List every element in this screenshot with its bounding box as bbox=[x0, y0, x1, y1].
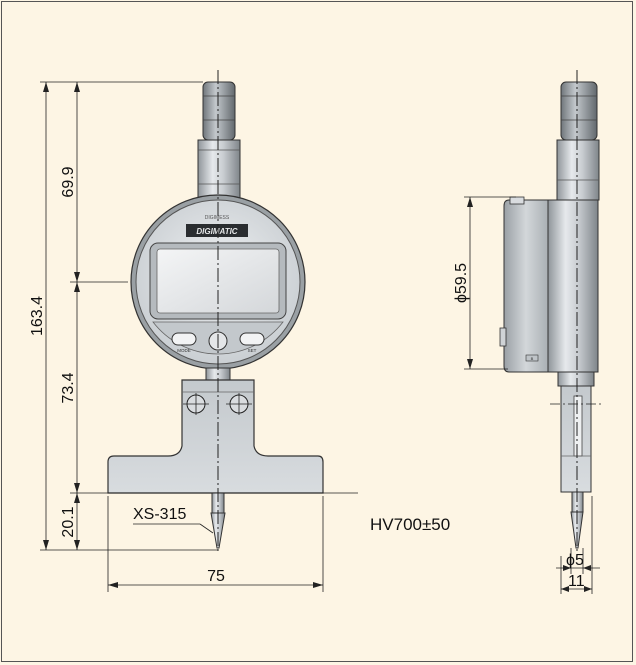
side-stem bbox=[556, 139, 600, 201]
set-button-label: SET bbox=[248, 348, 257, 353]
side-dial-body bbox=[503, 199, 549, 373]
dim-upper-height: 69.9 bbox=[60, 166, 77, 197]
dim-lower-height: 20.1 bbox=[60, 506, 77, 537]
dial-small-text: DIGIMESS bbox=[205, 215, 230, 221]
mode-button-label: MODE bbox=[177, 348, 191, 353]
front-top-cap bbox=[202, 81, 236, 141]
front-dimension-arrows bbox=[43, 82, 323, 588]
dim-side-width: 11 bbox=[568, 573, 585, 590]
dim-tip-diameter: ϕ5 bbox=[566, 552, 584, 569]
contact-point-leader: XS-315 bbox=[133, 506, 214, 534]
dim-total-height: 163.4 bbox=[29, 296, 46, 336]
front-base bbox=[107, 379, 324, 494]
side-view: B bbox=[499, 70, 604, 560]
side-top-cap bbox=[560, 81, 598, 141]
front-view: DIGIMATIC DIGIMESS MODE SET bbox=[107, 70, 324, 552]
dim-middle-height: 73.4 bbox=[60, 372, 77, 403]
hardness-label: HV700±50 bbox=[370, 515, 450, 534]
dim-base-width: 75 bbox=[207, 568, 225, 585]
side-small-text: B bbox=[531, 356, 534, 361]
front-contact-point bbox=[210, 492, 226, 549]
side-contact-point bbox=[570, 511, 584, 549]
front-upper-stem bbox=[197, 139, 241, 199]
side-dimension-arrows bbox=[467, 197, 592, 592]
dim-dial-diameter: ϕ59.5 bbox=[453, 263, 470, 303]
front-dimensions bbox=[40, 81, 358, 592]
side-back-body bbox=[547, 199, 599, 373]
contact-point-label: XS-315 bbox=[133, 506, 186, 523]
dial-brand-text: DIGIMATIC bbox=[196, 227, 237, 236]
